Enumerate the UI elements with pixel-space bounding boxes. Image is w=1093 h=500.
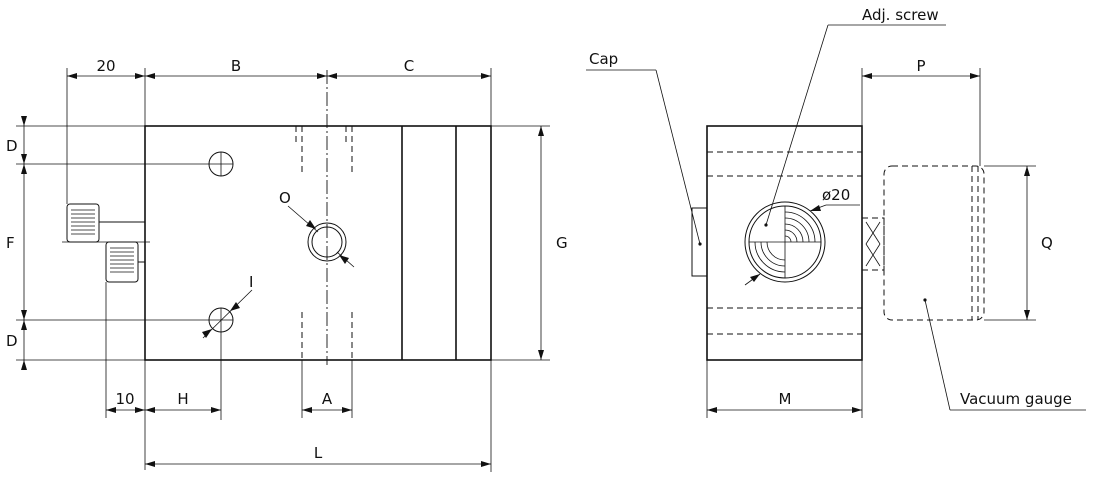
dimension-o-label: O xyxy=(279,189,291,207)
vacuum-gauge-label: Vacuum gauge xyxy=(960,390,1072,408)
dimension-d-top-label: D xyxy=(6,137,18,155)
vacuum-gauge-part xyxy=(883,165,985,321)
dimension-i: I xyxy=(202,273,253,339)
dimension-p-label: P xyxy=(916,57,925,75)
dimension-b: B xyxy=(145,57,327,79)
adj-screw-part xyxy=(744,201,826,283)
dimension-d-bottom-label: D xyxy=(6,332,18,350)
dimension-l: L xyxy=(145,360,492,472)
dimension-q: Q xyxy=(984,165,1053,321)
cap-callout: Cap xyxy=(586,50,702,246)
gauge-connector xyxy=(861,217,885,271)
dimension-phi20: ø20 xyxy=(744,186,860,286)
dimension-g-label: G xyxy=(556,234,568,252)
dimension-b-label: B xyxy=(231,57,241,75)
dimension-h: H xyxy=(145,390,221,413)
top-hole xyxy=(208,151,234,177)
front-body-outline xyxy=(144,125,492,361)
hidden-bore-lines xyxy=(295,126,353,360)
cap-part xyxy=(691,207,708,277)
dimension-g: G xyxy=(491,125,568,361)
dimension-phi20-label: ø20 xyxy=(822,186,850,204)
front-view: 20 B C D xyxy=(6,57,568,472)
dimension-m: M xyxy=(706,360,863,418)
dimension-o: O xyxy=(279,189,355,268)
dimension-a: A xyxy=(301,360,353,418)
dimension-l-label: L xyxy=(314,444,323,462)
dimension-i-label: I xyxy=(249,273,253,291)
bottom-hole xyxy=(208,307,234,420)
dimension-h-label: H xyxy=(177,390,188,408)
left-fittings xyxy=(62,203,150,283)
dimension-q-label: Q xyxy=(1041,234,1053,252)
adj-screw-label: Adj. screw xyxy=(862,6,939,24)
side-hidden-lines xyxy=(707,151,862,335)
left-vertical-dimensions: D F D xyxy=(6,116,209,370)
dimension-m-label: M xyxy=(779,390,792,408)
dimension-p: P xyxy=(861,57,981,166)
dimension-f-label: F xyxy=(6,234,15,252)
dimension-20-label: 20 xyxy=(96,57,115,75)
dimension-10-label: 10 xyxy=(115,390,134,408)
side-body-outline xyxy=(706,125,863,361)
o-hole xyxy=(307,222,347,262)
dimension-20: 20 xyxy=(66,57,146,204)
dimension-c-label: C xyxy=(404,57,414,75)
adj-screw-callout: Adj. screw xyxy=(764,6,946,227)
cap-label: Cap xyxy=(589,50,618,68)
dimension-a-label: A xyxy=(322,390,333,408)
dimension-10: 10 xyxy=(105,282,146,470)
side-view: ø20 P xyxy=(586,6,1086,418)
dimension-c: C xyxy=(327,57,492,126)
vacuum-gauge-callout: Vacuum gauge xyxy=(924,299,1086,411)
